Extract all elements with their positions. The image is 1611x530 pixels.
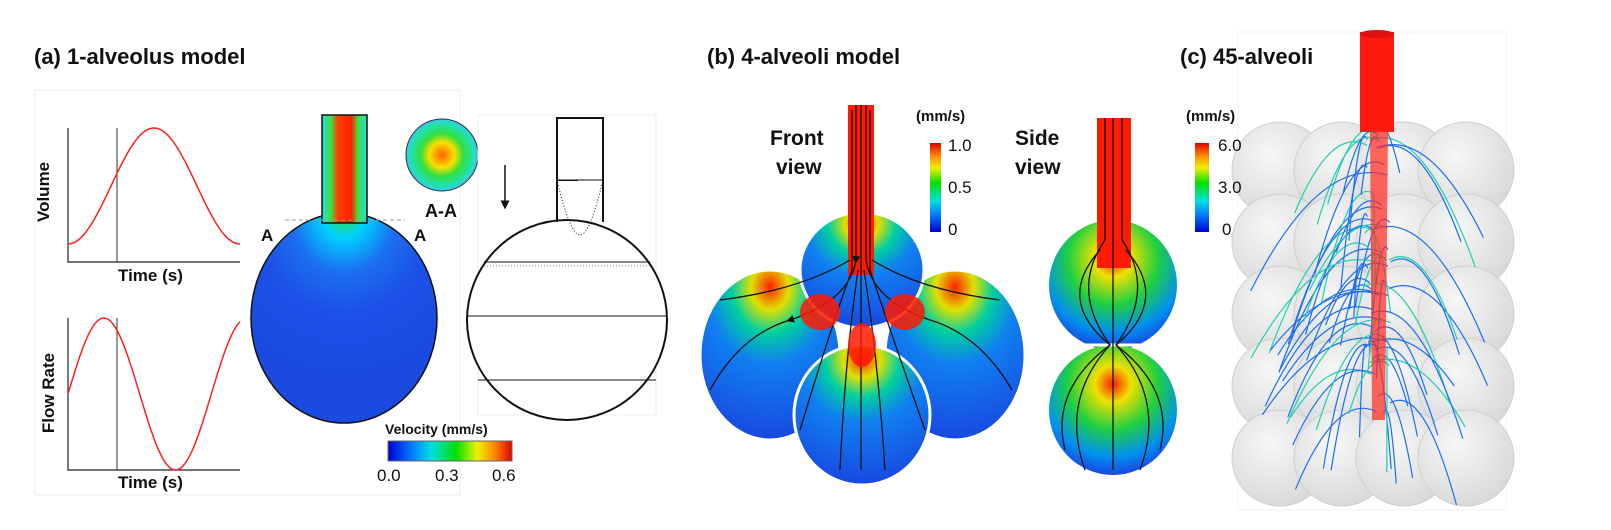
- volume-plot: [67, 127, 241, 263]
- flow-axes: [67, 318, 240, 471]
- flow-ylabel: Flow Rate: [39, 352, 58, 434]
- front-view-4-alveoli: [698, 105, 1027, 487]
- streamline: [1279, 291, 1380, 371]
- 45-alveoli-streamlines: [1231, 30, 1515, 511]
- panel-a-frame: [34, 89, 461, 496]
- streamline: [1330, 343, 1378, 471]
- velocity-profile-schematic: [466, 114, 668, 421]
- streamline: [1325, 277, 1371, 326]
- streamline: [1250, 259, 1378, 359]
- side-view-label: Side: [1015, 127, 1060, 150]
- streamline: [1373, 225, 1486, 343]
- volume-xlabel: Time (s): [118, 266, 183, 285]
- front-colorbar-unit: (mm/s): [916, 108, 966, 125]
- volume-axes: [67, 128, 240, 263]
- streamline: [1389, 399, 1458, 506]
- side-view-label: view: [1015, 156, 1061, 179]
- streamline: [1348, 135, 1368, 241]
- front-view-label: view: [776, 156, 822, 179]
- velocity-colorbar: [387, 440, 513, 462]
- flow-curve: [67, 317, 241, 471]
- front-colorbar-tick: 0.5: [948, 178, 972, 197]
- streamline: [1353, 213, 1368, 317]
- streamline: [1388, 256, 1458, 340]
- streamline: [1390, 258, 1460, 355]
- alveolus-sphere: [1417, 409, 1515, 507]
- alveolus-outline: [466, 219, 668, 421]
- streamline: [1376, 143, 1484, 238]
- streamline: [1340, 164, 1368, 291]
- front-colorbar-tick: 1.0: [948, 136, 972, 155]
- flow-xlabel: Time (s): [118, 473, 183, 492]
- section-label-right: A: [414, 226, 427, 245]
- streamline: [1277, 288, 1378, 356]
- streamline: [1358, 343, 1368, 438]
- alveolus-body: [250, 212, 438, 424]
- front-view-label: Front: [770, 127, 824, 150]
- section-label-left: A: [261, 226, 274, 245]
- streamline: [1294, 407, 1377, 490]
- side-colorbar-tick: 3.0: [1218, 178, 1242, 197]
- colorbar-tick: 0.0: [377, 466, 401, 485]
- front-colorbar-tick: 0: [948, 220, 958, 239]
- side-colorbar-unit: (mm/s): [1186, 108, 1236, 125]
- volume-ylabel: Volume: [34, 161, 53, 222]
- side-colorbar-tick: 0: [1222, 220, 1232, 239]
- streamline: [1264, 306, 1374, 407]
- streamline: [1287, 218, 1375, 345]
- trachea-duct: [1360, 32, 1394, 132]
- cross-section-disc: [405, 118, 479, 192]
- section-title: A-A: [425, 201, 457, 221]
- side-colorbar-tick: 6.0: [1218, 136, 1242, 155]
- streamline: [1388, 285, 1489, 386]
- flow-rate-plot: [67, 317, 241, 471]
- panel-b-title: (b) 4-alveoli model: [707, 44, 901, 69]
- colorbar-tick: 0.6: [492, 466, 516, 485]
- volume-curve: [67, 127, 241, 245]
- side-view-4-alveoli: [1048, 118, 1178, 475]
- colorbar-tick: 0.3: [435, 466, 459, 485]
- side-colorbar: [1195, 143, 1209, 232]
- front-colorbar: [930, 143, 941, 232]
- panel-a-title: (a) 1-alveolus model: [34, 44, 246, 69]
- streamline: [1287, 322, 1372, 418]
- streamline: [1278, 248, 1379, 373]
- streamline: [1320, 190, 1375, 306]
- duct: [321, 114, 368, 224]
- panel-c-title: (c) 45-alveoli: [1180, 44, 1314, 69]
- alveolus-contour: [250, 114, 479, 424]
- streamline: [1303, 242, 1369, 322]
- colorbar-title: Velocity (mm/s): [385, 421, 488, 437]
